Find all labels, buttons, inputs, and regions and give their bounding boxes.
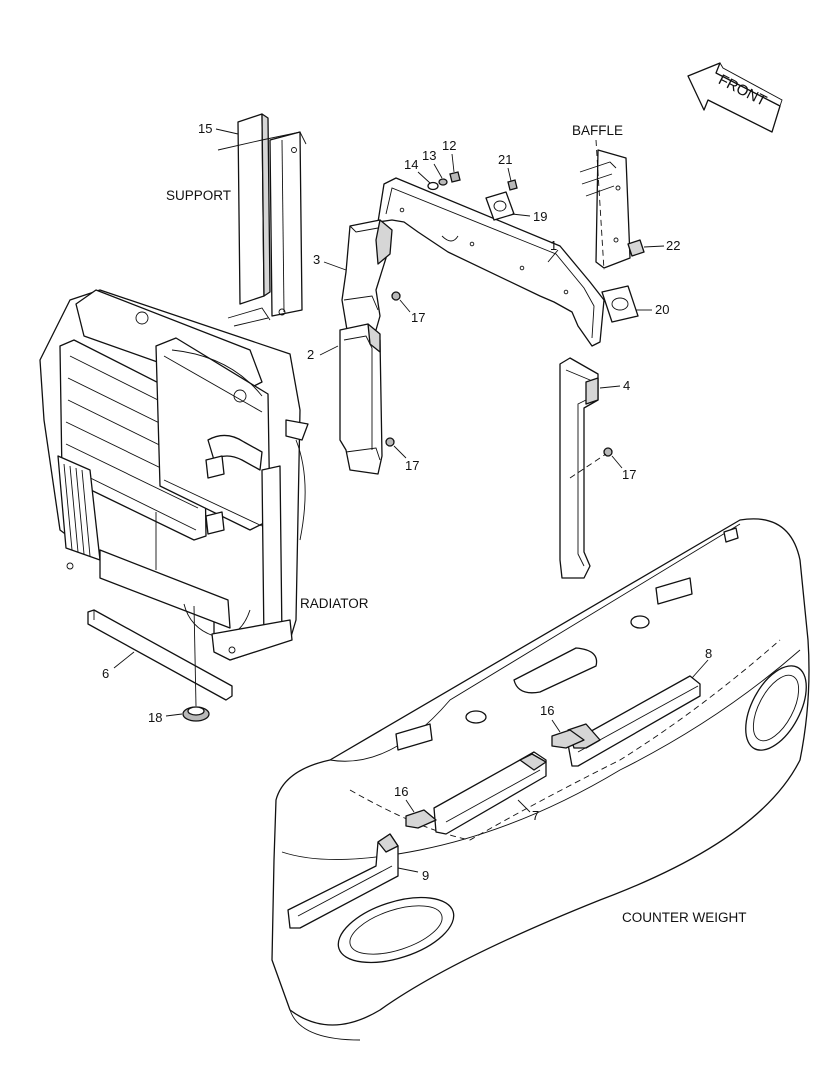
leader-22: [643, 245, 665, 248]
front-arrow: FRONT: [687, 62, 783, 133]
part-19-plate: [485, 191, 515, 221]
callout-22: 22: [666, 238, 680, 253]
leader-6: [113, 651, 135, 669]
part-21-bolt: [507, 179, 518, 191]
leader-18: [165, 713, 183, 717]
leader-16a: [551, 719, 561, 733]
callout-9: 9: [422, 868, 429, 883]
leader-17b: [393, 445, 407, 459]
leader-17c: [611, 455, 623, 469]
radiator-assembly: [39, 289, 309, 661]
leader-14: [417, 171, 431, 184]
callout-18: 18: [148, 710, 162, 725]
callout-17c: 17: [622, 467, 636, 482]
callout-3: 3: [313, 252, 320, 267]
leader-8: [691, 659, 709, 679]
callout-2: 2: [307, 347, 314, 362]
oil-cooler: [57, 455, 101, 561]
leader-19: [511, 213, 531, 217]
part-13-washer: [438, 178, 448, 186]
callout-13: 13: [422, 148, 436, 163]
part-16-pad-lower: [405, 809, 437, 829]
leader-16b: [405, 799, 415, 813]
baffle-plate: [579, 139, 631, 271]
part-3-seal: [341, 219, 393, 337]
support-label: SUPPORT: [166, 188, 231, 203]
leader-1: [547, 249, 559, 263]
leader-21: [507, 167, 512, 182]
callout-20: 20: [655, 302, 669, 317]
callout-4: 4: [623, 378, 630, 393]
callout-17b: 17: [405, 458, 419, 473]
support-bracket: [217, 113, 307, 327]
part-6-seal-bar: [87, 609, 233, 701]
callout-1: 1: [550, 238, 557, 253]
leader-13: [433, 163, 443, 179]
part-20-plate: [601, 285, 639, 323]
part-9-seal: [287, 833, 399, 929]
leader-12: [451, 153, 455, 173]
radiator-label: RADIATOR: [300, 596, 369, 611]
callout-21: 21: [498, 152, 512, 167]
callout-17a: 17: [411, 310, 425, 325]
callout-16a: 16: [540, 703, 554, 718]
part-7-seal: [433, 751, 547, 835]
counter-weight-label: COUNTER WEIGHT: [622, 910, 747, 925]
part-2-seal: [339, 323, 383, 475]
callout-7: 7: [532, 808, 539, 823]
callout-16b: 16: [394, 784, 408, 799]
callout-6: 6: [102, 666, 109, 681]
part-18-grommet: [182, 706, 210, 722]
leader-9: [397, 867, 419, 873]
part-12-bolt: [449, 171, 461, 183]
leader-15: [215, 128, 239, 135]
callout-12: 12: [442, 138, 456, 153]
callout-8: 8: [705, 646, 712, 661]
part-22-pad: [627, 239, 645, 257]
part-8-seal: [567, 675, 701, 767]
leader-7: [517, 799, 531, 813]
part-17-nut-middle: [385, 437, 395, 447]
callout-19: 19: [533, 209, 547, 224]
part-17-nut-upper: [391, 291, 401, 301]
part-4-seal: [559, 357, 599, 579]
leader-3: [323, 261, 347, 271]
callout-15: 15: [198, 121, 212, 136]
baffle-label: BAFFLE: [572, 123, 623, 138]
leader-17a: [399, 299, 411, 313]
part-1-upper-seal: [377, 177, 605, 347]
callout-14: 14: [404, 157, 418, 172]
part-14-washer: [427, 181, 439, 191]
part-16-pad-upper: [551, 729, 585, 749]
leader-4: [599, 385, 621, 389]
leader-2: [319, 345, 339, 356]
